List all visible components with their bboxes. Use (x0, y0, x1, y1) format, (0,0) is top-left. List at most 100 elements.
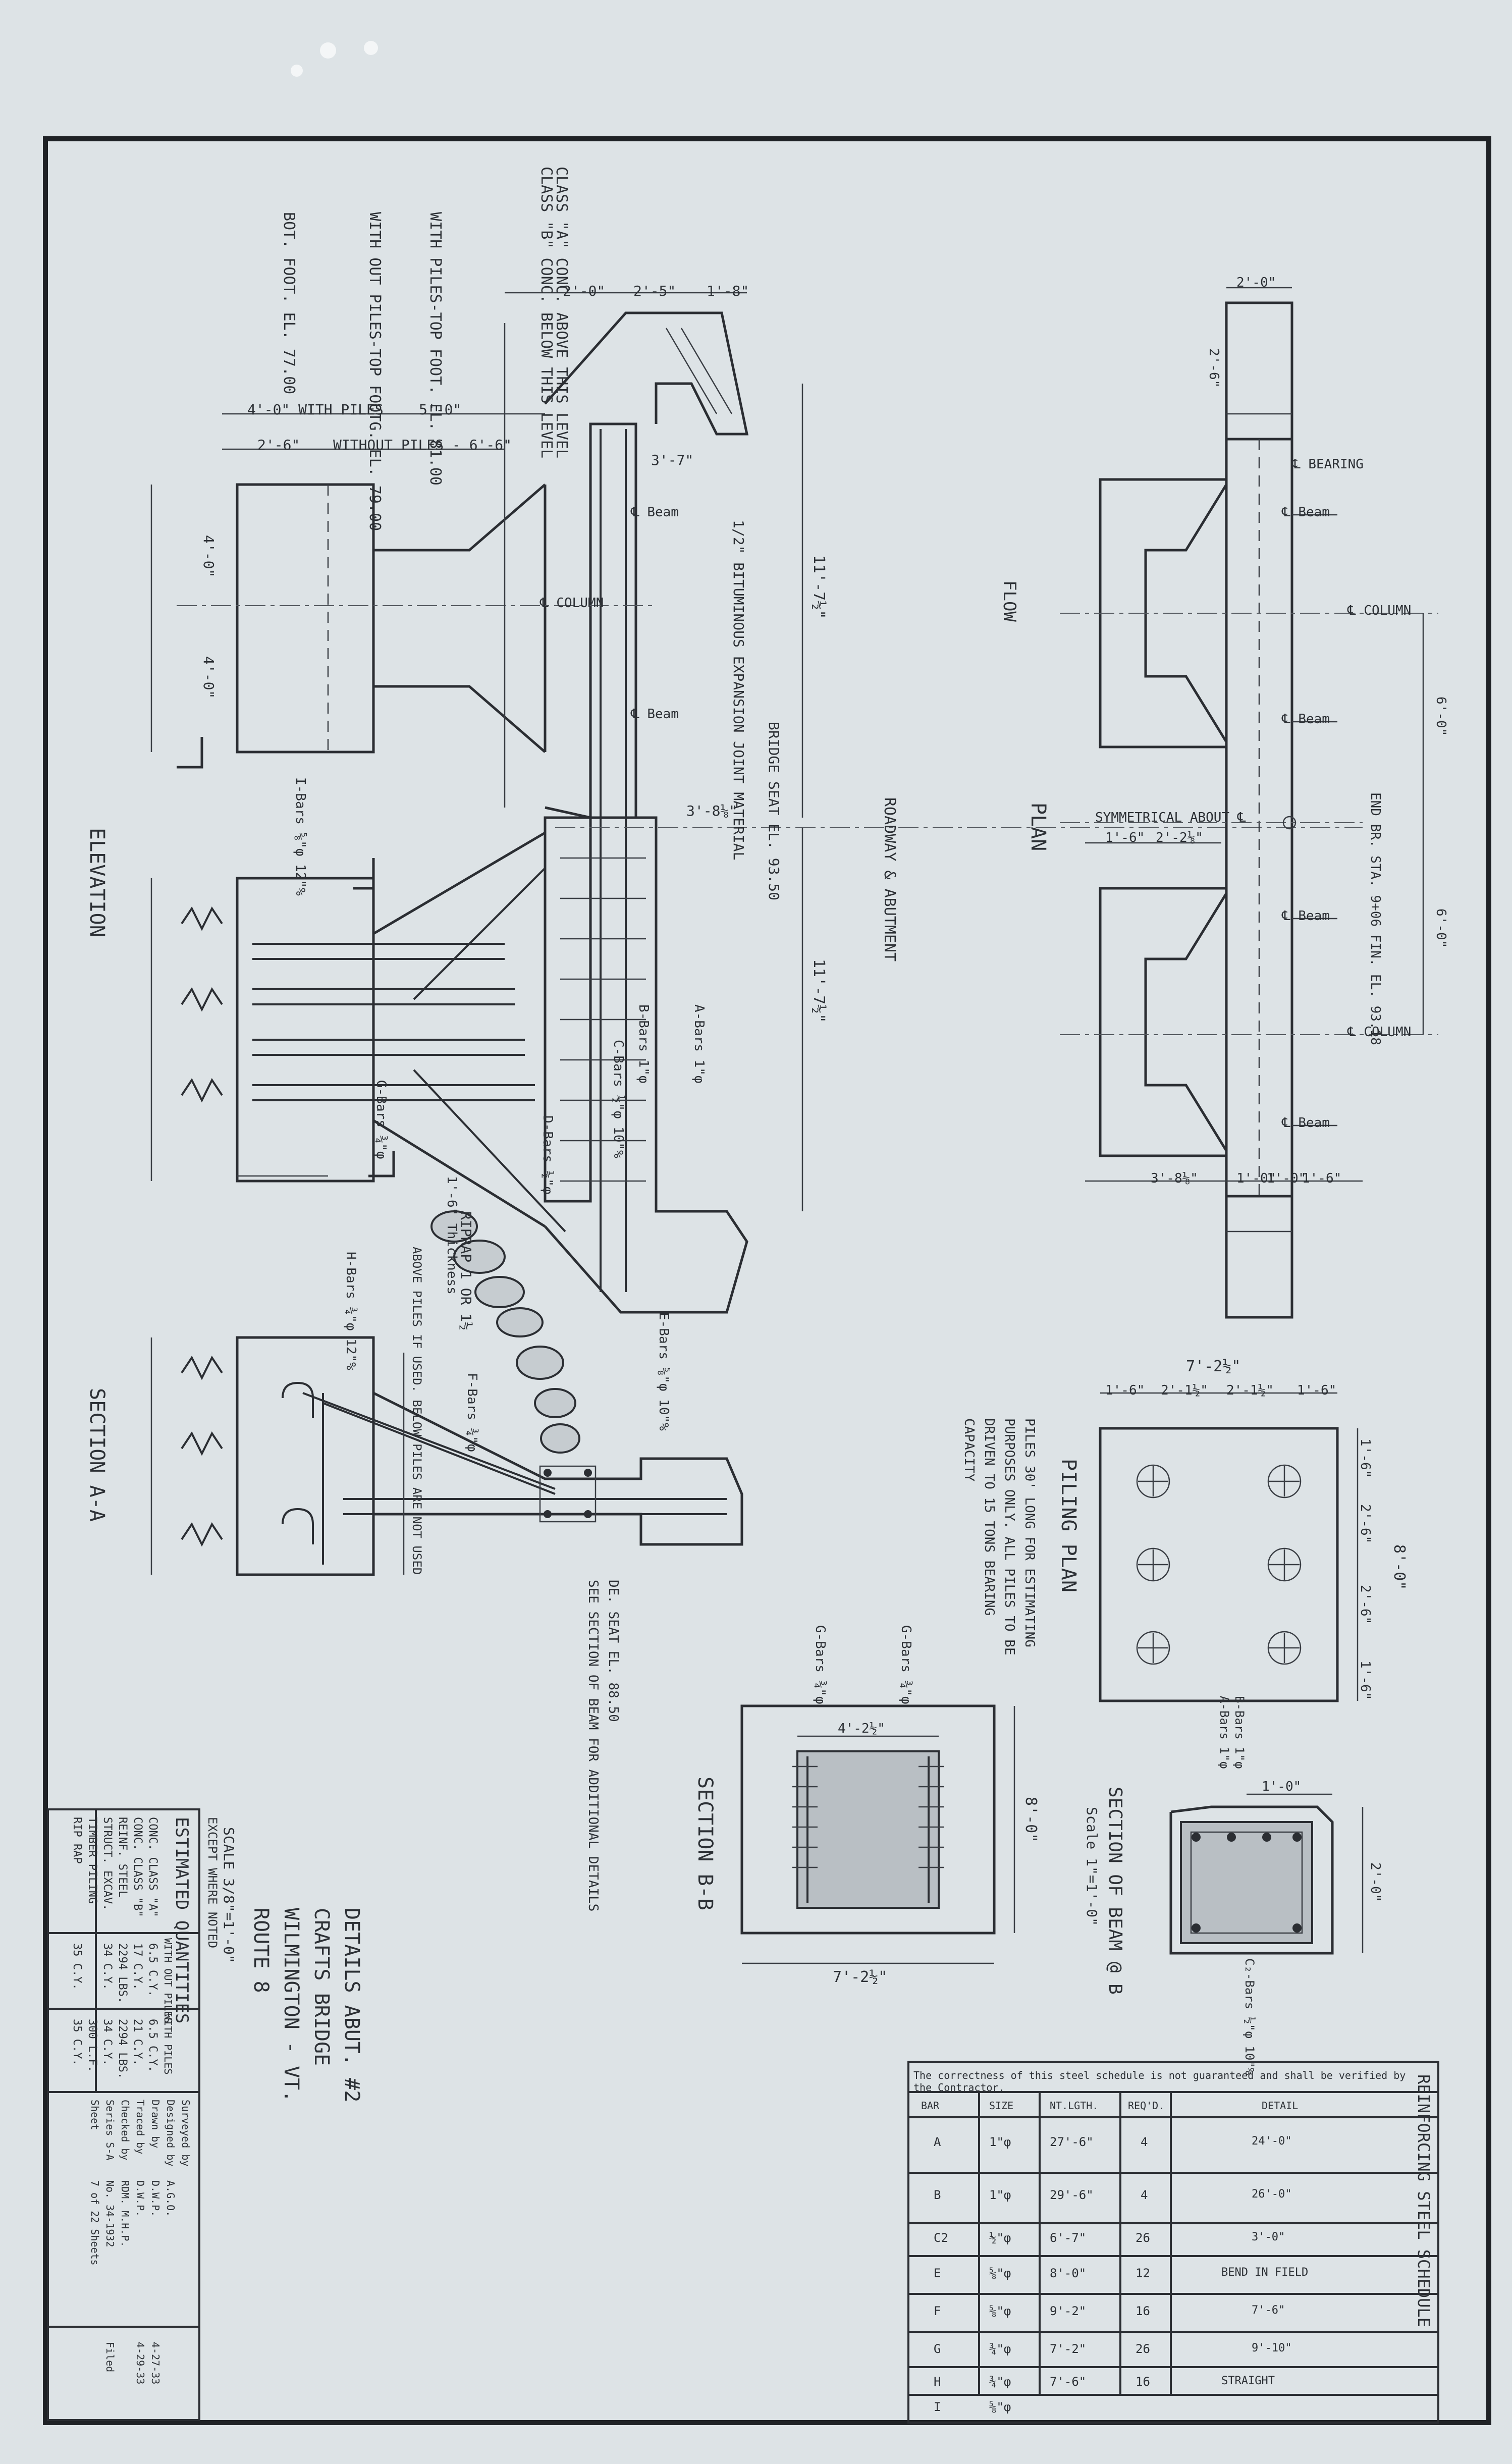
plan-dim: 1'-0" (1267, 1171, 1307, 1186)
beam-section-view (1169, 1793, 1364, 1955)
schedule-length: 29'-6" (1050, 2188, 1094, 2202)
plan-dim: 6'-0" (1433, 697, 1448, 736)
without-piles-dim: WITHOUT PILES - 6'-6" (333, 437, 512, 453)
plan-beam: ℄ Beam (1282, 505, 1330, 520)
quantities-row-label: TIMBER PILING (86, 1817, 98, 1904)
see-section-note: SEE SECTION OF BEAM FOR ADDITIONAL DETAI… (585, 1580, 601, 1912)
drawing-title-2: CRAFTS BRIDGE (310, 1908, 333, 2066)
tb-series-no: No. 34-1932 (104, 2180, 116, 2247)
plan-dim: 2'-2⅛" (1156, 830, 1203, 845)
elev-col-label: ℄ COLUMN (540, 596, 604, 611)
piling-dim: 2'-1½" (1226, 1383, 1274, 1398)
schedule-req: 12 (1136, 2266, 1150, 2280)
schedule-req: 4 (1141, 2135, 1148, 2149)
schedule-bar: B (934, 2188, 941, 2202)
schedule-req: 16 (1136, 2304, 1150, 2318)
tb-sheet: Sheet (89, 2100, 101, 2130)
plan-bearing: ℄ BEARING (1292, 457, 1364, 472)
elevation-view (150, 292, 1363, 1454)
piling-side-dim: 2'-6" (1358, 1504, 1373, 1544)
bot-foot-note: BOT. FOOT. EL. 77.00 (280, 212, 298, 395)
elevation-title: ELEVATION (85, 828, 109, 937)
bb-g-bars-2: G-Bars ¾"φ (898, 1625, 913, 1704)
bb-height: 8'-0" (1022, 1797, 1040, 1843)
tb-series: Series S-A (104, 2100, 116, 2161)
quantities-row-value: 35 C.Y. (71, 1943, 83, 1990)
piles-note: ABOVE PILES IF USED. BELOW PILES ARE NOT… (410, 1247, 424, 1575)
schedule-detail: BEND IN FIELD (1221, 2266, 1309, 2279)
quantities-header: WITH OUT PILES (162, 1938, 174, 2023)
quantities-row-value: 2294 LBS. (116, 1943, 129, 2004)
piling-overall: 7'-2½" (1186, 1358, 1241, 1375)
schedule-detail: 7'-6" (1252, 2304, 1285, 2317)
plan-title: PLAN (1027, 802, 1050, 851)
flow-label: FLOW (999, 580, 1019, 622)
schedule-size: ⅝"φ (989, 2400, 1011, 2414)
binder-hole (364, 41, 378, 55)
binder-hole (291, 65, 303, 77)
roadway-note: ROADWAY & ABUTMENT (881, 797, 898, 962)
plan-view (1060, 287, 1438, 1319)
quantities-row-value: 6.5 C.Y. (146, 1943, 159, 1997)
schedule-size: 1"φ (989, 2135, 1011, 2149)
section-bb-title: SECTION B-B (693, 1777, 717, 1910)
tb-designed: Designed by (165, 2100, 177, 2167)
bb-g-bars: G-Bars ¾"φ (813, 1625, 828, 1704)
tb-traced-value: D.W.P. (134, 2180, 146, 2217)
schedule-bar: I (934, 2400, 941, 2414)
dim-2-6: 2'-6" (257, 437, 300, 453)
class-a-note: CLASS "A" CONC. ABOVE THIS LEVEL (553, 167, 570, 458)
plan-beam-4: ℄ Beam (1282, 1115, 1330, 1131)
beam-section-title: SECTION OF BEAM @ B (1105, 1787, 1125, 1995)
quantities-row-value: 17 C.Y. (131, 1943, 144, 1990)
piling-side-dim: 1'-6" (1358, 1660, 1373, 1700)
tb-checked-value: RDM. M.H.P. (119, 2180, 131, 2247)
schedule-bar: H (934, 2375, 941, 2389)
schedule-bar: C2 (934, 2231, 948, 2245)
riprap-note: RIPRAP 1 OR 1½ (458, 1211, 474, 1331)
bar-label-i: I-Bars ⅝"φ 12"% (293, 777, 308, 896)
elev-dim: 1'-8" (707, 283, 749, 299)
piling-plan-view (1099, 1392, 1359, 1702)
schedule-size: ⅝"φ (989, 2304, 1011, 2318)
schedule-length: 7'-6" (1050, 2375, 1087, 2389)
drawing-title-3: WILMINGTON - VT. (280, 1908, 303, 2103)
dim-4-0: 4'-0" (200, 656, 217, 699)
quantities-row-label: CONC. CLASS "B" (131, 1817, 144, 1917)
section-bb-view (740, 1704, 1015, 1964)
beam-width: 1'-0" (1262, 1779, 1302, 1794)
elev-beam-label-2: ℄ Beam (631, 707, 679, 722)
bar-label-h: H-Bars ¾"φ 12"% (343, 1252, 358, 1370)
schedule-bar: G (934, 2342, 941, 2356)
tb-checked: Checked by (119, 2100, 131, 2161)
quantities-row-value: 21 C.Y. (131, 2019, 144, 2066)
schedule-bar: E (934, 2266, 941, 2280)
dim-4-0: 4'-0" (200, 535, 217, 578)
elev-dim: 2'-0" (563, 283, 606, 299)
with-piles-dim: 4'-0" WITH PILES (247, 401, 384, 418)
tb-filed: Filed (104, 2342, 116, 2373)
bridge-seat-note: BRIDGE SEAT EL. 93.50 (766, 722, 782, 901)
elev-dim: 2'-5" (633, 283, 676, 299)
piling-dim: 2'-1½" (1161, 1383, 1208, 1398)
scale-sub: EXCEPT WHERE NOTED (205, 1817, 220, 1949)
schedule-detail: 9'-10" (1252, 2342, 1292, 2354)
beam-a-bars: A-Bars 1"φ (1217, 1696, 1231, 1769)
quantities-grid (47, 1808, 200, 2421)
schedule-req: 26 (1136, 2231, 1150, 2245)
elev-beam-label: ℄ Beam (631, 505, 679, 520)
bar-label-a: A-Bars 1"φ (691, 1004, 707, 1084)
schedule-length: 6'-7" (1050, 2231, 1087, 2245)
schedule-length: 8'-0" (1050, 2266, 1087, 2280)
schedule-detail: 3'-0" (1252, 2231, 1285, 2243)
plan-dim: 6'-0" (1433, 908, 1448, 948)
piling-note: PILES 30' LONG FOR ESTIMATING PURPOSES O… (961, 1418, 1037, 1655)
beam-depth: 2'-0" (1368, 1862, 1383, 1902)
quantities-row-value: 6.5 C.Y. (146, 2019, 159, 2072)
thickness-note: 1'-6" Thickness (444, 1176, 459, 1295)
quantities-row-value: 300 L.F. (86, 2019, 98, 2072)
quantities-header: WITH PILES (162, 2014, 174, 2075)
quantities-row-label: CONC. CLASS "A" (146, 1817, 159, 1917)
